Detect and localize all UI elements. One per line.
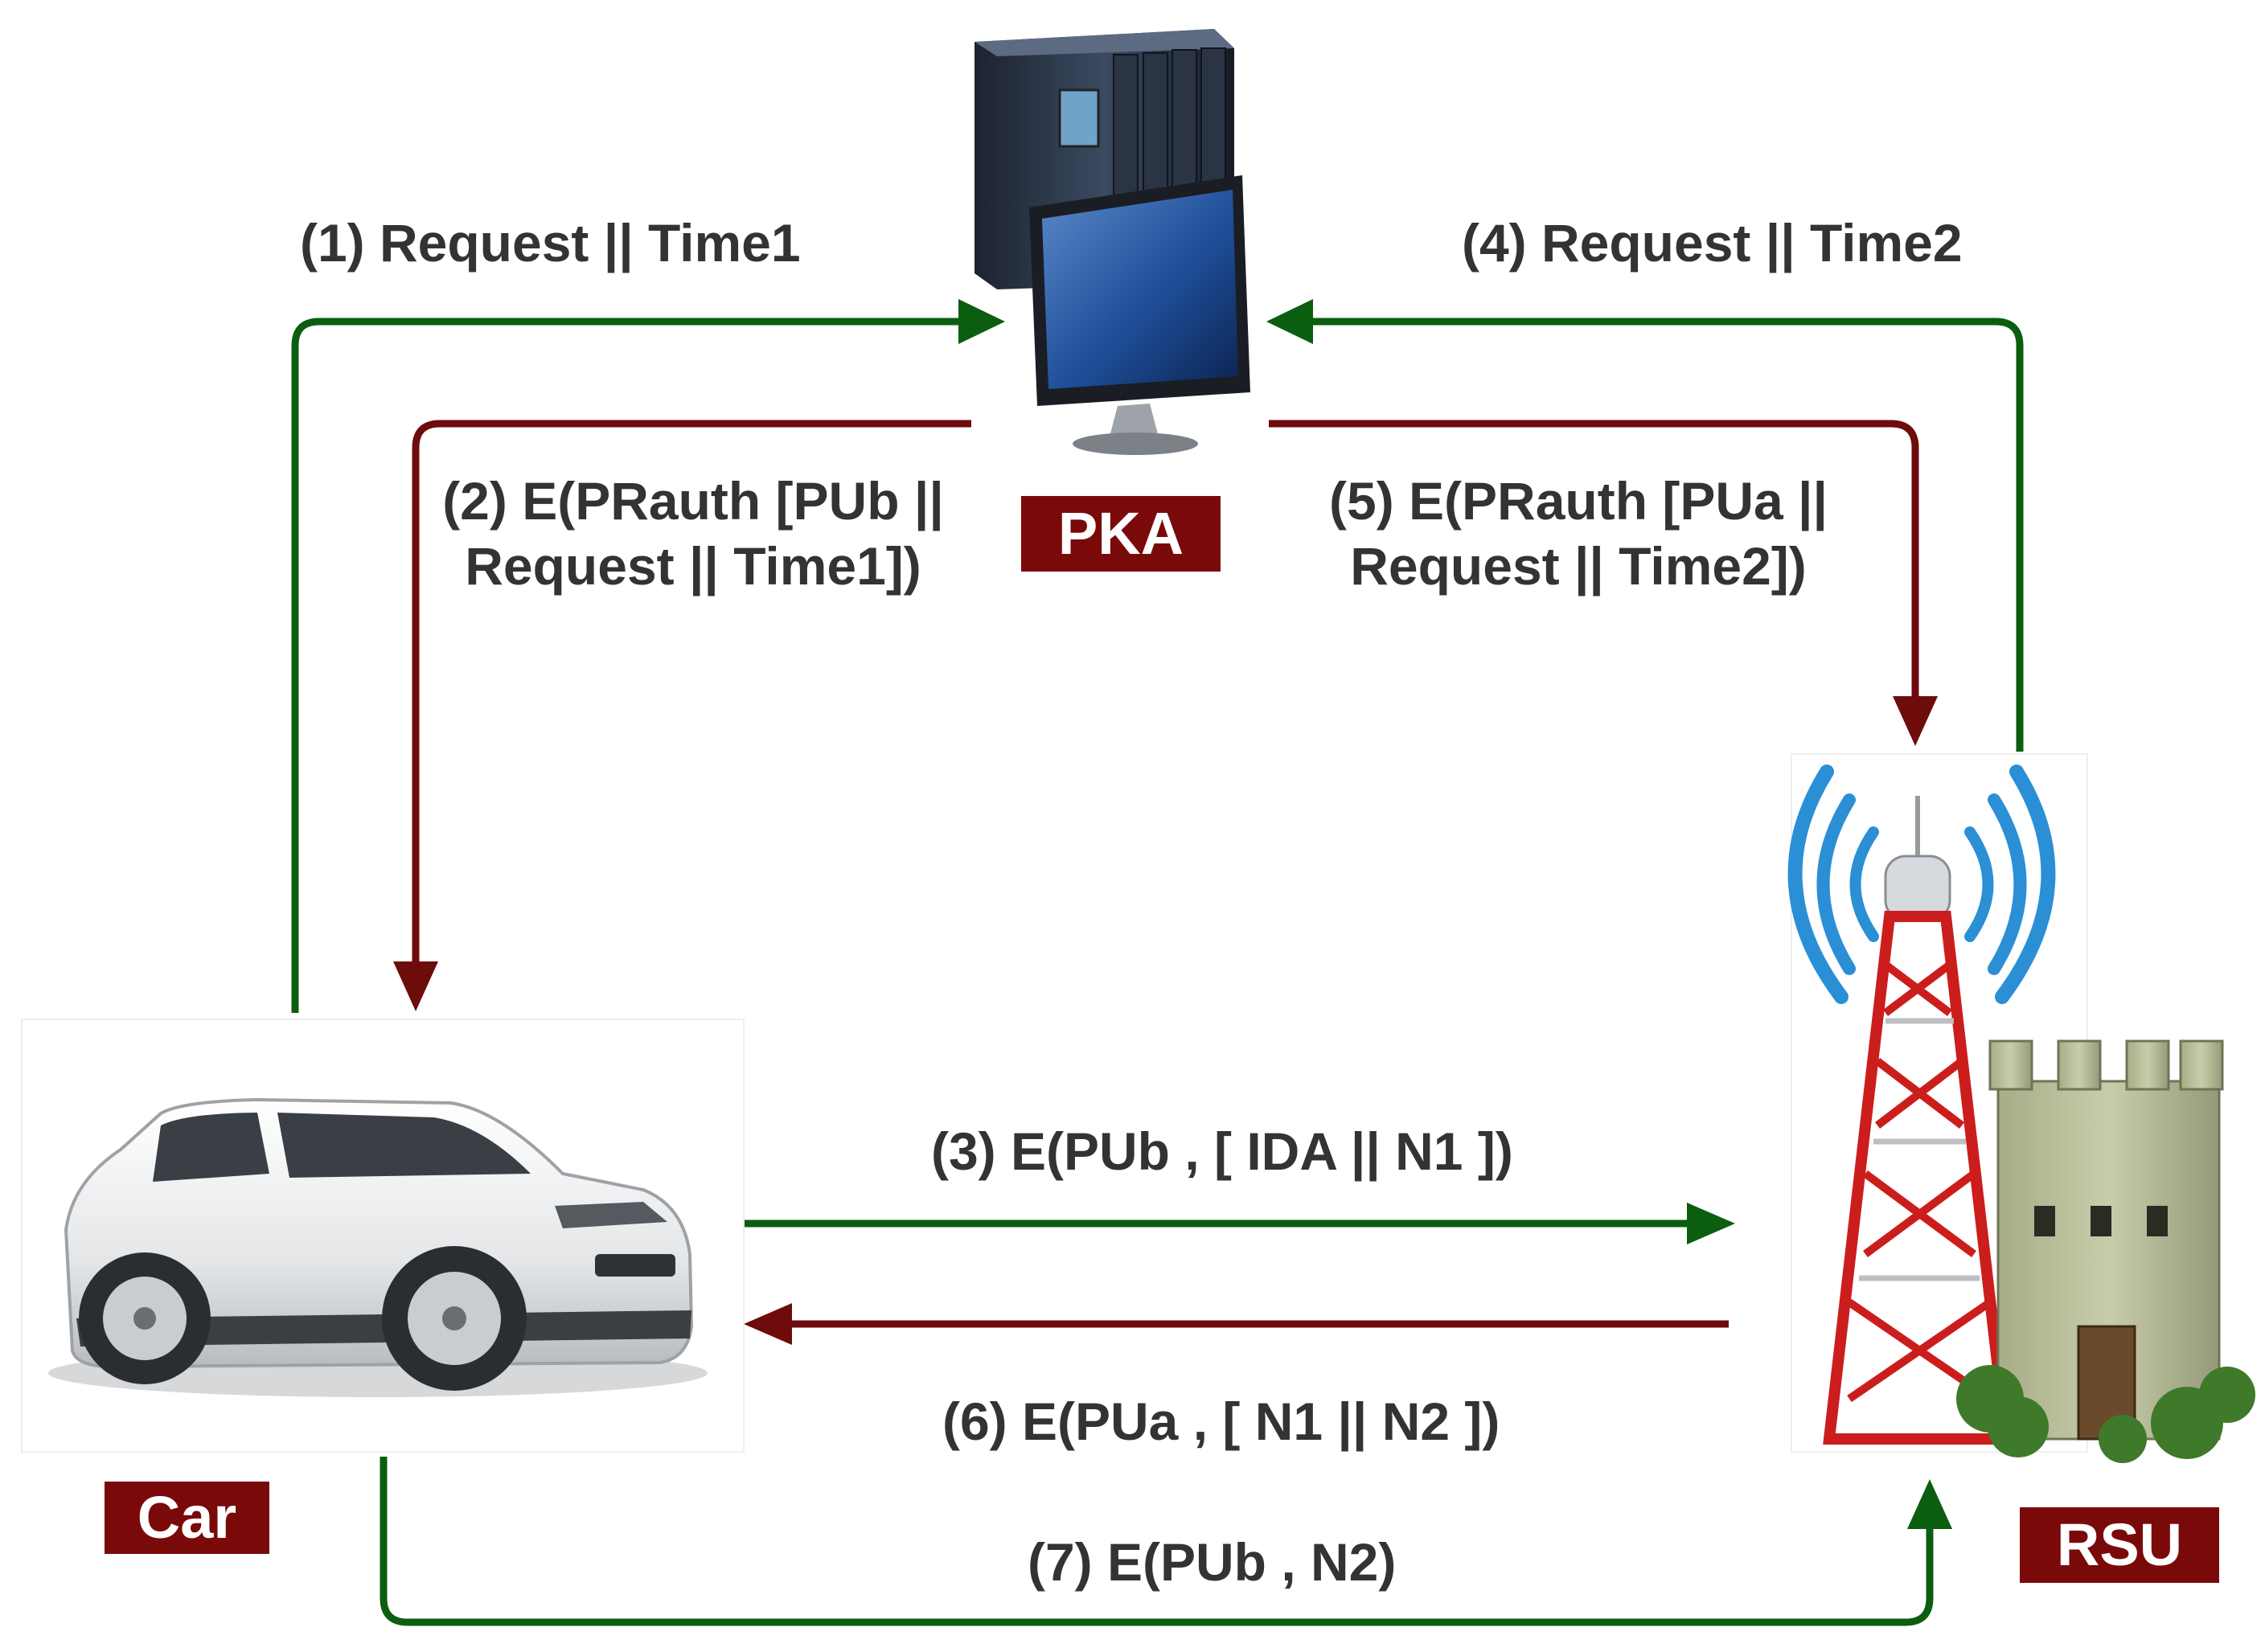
- pka-label: PKA: [1021, 496, 1221, 572]
- arrow-1-request-time1: [291, 299, 1005, 1013]
- message-5-line-2: Request || Time2]): [1350, 535, 1807, 596]
- message-2: (2) E(PRauth [PUb || Request || Time1]): [442, 469, 944, 598]
- car-icon: [21, 1019, 745, 1453]
- arrow-7-pub-n2: [380, 1457, 1952, 1626]
- car-label: Car: [105, 1482, 269, 1554]
- message-5: (5) E(PRauth [PUa || Request || Time2]): [1329, 469, 1828, 598]
- message-3: (3) E(PUb , [ IDA || N1 ]): [931, 1121, 1513, 1181]
- message-6: (6) E(PUa , [ N1 || N2 ]): [942, 1392, 1500, 1451]
- message-2-line-1: (2) E(PRauth [PUb ||: [442, 471, 944, 531]
- rsu-label: RSU: [2020, 1507, 2219, 1583]
- arrow-6-pua-n1-n2: [744, 1303, 1729, 1345]
- server-computer-icon: [975, 29, 1250, 455]
- cell-tower-castle-icon: [1787, 753, 2255, 1463]
- message-4: (4) Request || Time2: [1462, 213, 1963, 273]
- message-7: (7) E(PUb , N2): [1028, 1532, 1397, 1592]
- arrow-4-request-time2: [1266, 299, 2024, 752]
- arrow-5-prauth-pua: [1269, 420, 1938, 746]
- message-1: (1) Request || Time1: [300, 213, 801, 273]
- message-5-line-1: (5) E(PRauth [PUa ||: [1329, 471, 1828, 531]
- arrow-3-pub-ida-n1: [744, 1203, 1735, 1244]
- arrow-2-prauth-pub: [393, 420, 971, 1011]
- message-2-line-2: Request || Time1]): [465, 535, 921, 596]
